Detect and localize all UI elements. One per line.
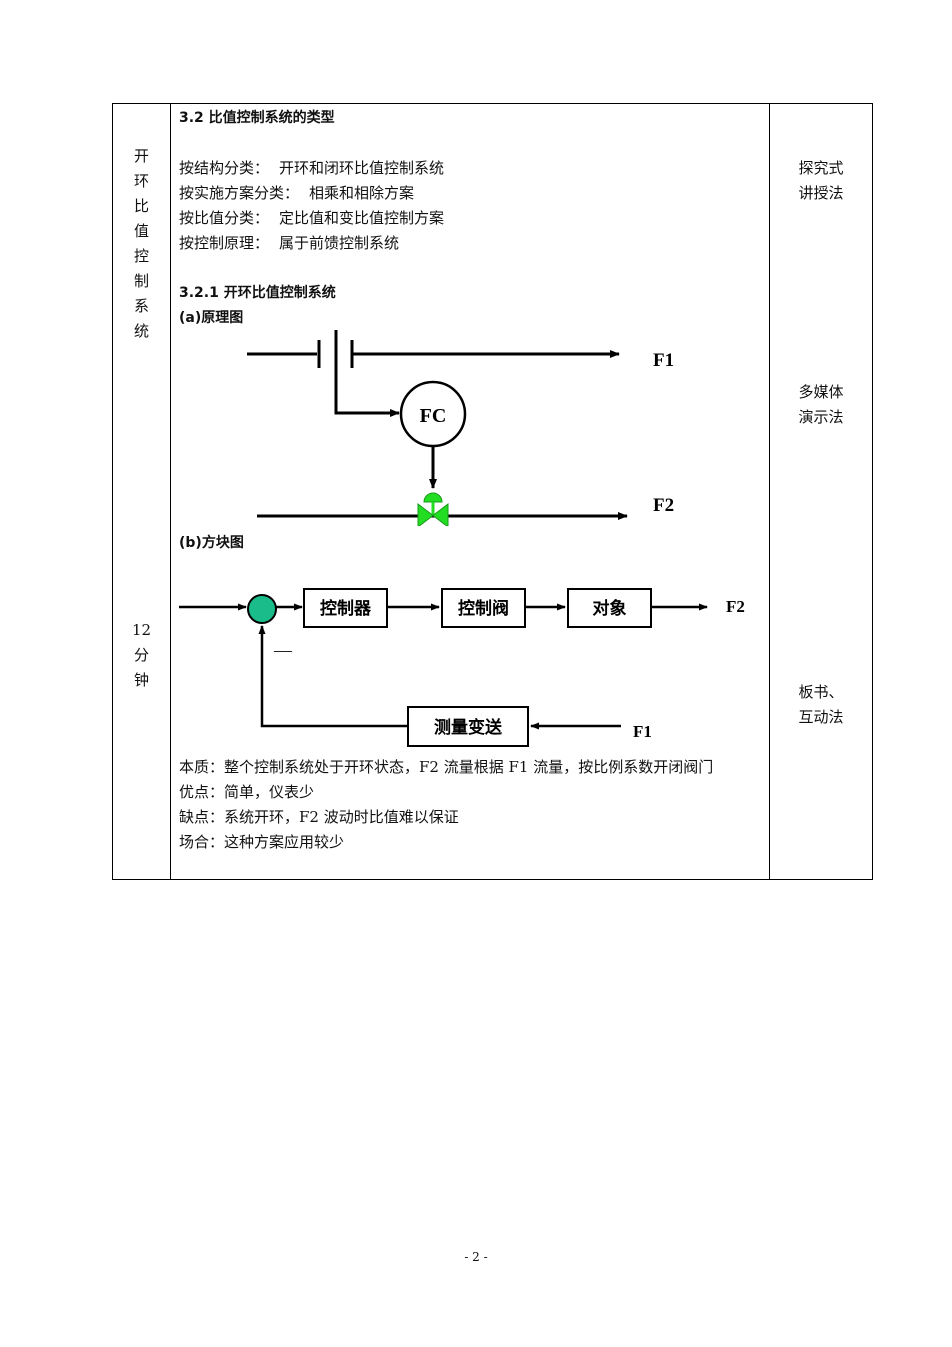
classification-value: 相乘和相除方案 (309, 184, 415, 202)
note-line: 优点：简单，仪表少 (179, 783, 315, 801)
subheading: 3.2.1 开环比值控制系统 (179, 285, 336, 301)
method-line: 演示法 (798, 408, 844, 426)
classification-line: 按实施方案分类： 相乘和相除方案 (179, 181, 414, 206)
note-line: 缺点：系统开环，F2 波动时比值难以保证 (179, 808, 459, 826)
method-line: 多媒体 (798, 383, 844, 401)
input-label: F1 (633, 722, 652, 741)
object-block-label: 对象 (593, 598, 627, 619)
content-column: 3.2 比值控制系统的类型 按结构分类： 开环和闭环比值控制系统 按实施方案分类：… (171, 104, 769, 879)
classification-line: 按控制原理： 属于前馈控制系统 (179, 231, 399, 256)
column-divider (170, 104, 171, 879)
controller-block-label: 控制器 (320, 598, 372, 619)
classification-line: 按比值分类： 定比值和变比值控制方案 (179, 206, 444, 231)
diagram-a-caption: (a)原理图 (179, 310, 244, 326)
page-number: - 2 - (464, 1250, 488, 1264)
method-line: 探究式 (798, 159, 844, 177)
valve-block-label: 控制阀 (458, 598, 509, 619)
classification-line: 按结构分类： 开环和闭环比值控制系统 (179, 156, 444, 181)
topic-char: 制 (133, 272, 149, 290)
classification-label: 按比值分类： (179, 209, 270, 227)
topic-char: 系 (133, 297, 149, 315)
topic-char: 统 (133, 322, 149, 340)
object-block (567, 588, 652, 628)
topic-column: 开 环 比 值 控 制 系 统 12 分 钟 (113, 104, 170, 879)
valve-body (417, 502, 449, 526)
feedback-block (407, 706, 529, 747)
feedback-block-label: 测量变送 (434, 717, 503, 738)
method-line: 讲授法 (798, 184, 844, 202)
topic-char: 值 (133, 222, 149, 240)
f1-label: F1 (653, 350, 674, 371)
method-line: 板书、 (798, 683, 844, 701)
classification-label: 按结构分类： (179, 159, 270, 177)
schematic-diagram: FC F1 F2 (247, 330, 674, 526)
minus-sign: — (273, 640, 293, 660)
topic-char: 开 (133, 147, 149, 165)
column-divider (769, 104, 770, 879)
classification-label: 按实施方案分类： (179, 184, 300, 202)
feedback-line (258, 625, 408, 728)
time-char: 钟 (133, 671, 149, 689)
note-line: 场合：这种方案应用较少 (179, 833, 345, 851)
classification-value: 定比值和变比值控制方案 (279, 209, 445, 227)
lesson-table: 开 环 比 值 控 制 系 统 12 分 钟 3.2 比值控制系统的类型 按结构… (112, 103, 873, 880)
valve-block (441, 588, 526, 628)
topic-char: 比 (133, 197, 149, 215)
summing-junction (247, 594, 277, 624)
note-line: 本质：整个控制系统处于开环状态，F2 流量根据 F1 流量，按比例系数开闭阀门 (179, 758, 714, 776)
valve-actuator (423, 492, 443, 503)
diagram-b-caption: (b)方块图 (179, 535, 244, 551)
block-diagram: 控制器 控制阀 对象 F2 — 测量变送 F1 (179, 588, 745, 747)
classification-value: 开环和闭环比值控制系统 (279, 159, 445, 177)
classification-value: 属于前馈控制系统 (279, 234, 400, 252)
f1-signal-line (334, 330, 400, 417)
time-char: 12 (131, 621, 152, 639)
fc-label: FC (420, 405, 447, 427)
section-heading: 3.2 比值控制系统的类型 (179, 110, 335, 126)
time-char: 分 (133, 646, 149, 664)
method-line: 互动法 (798, 708, 844, 726)
f2-label: F2 (653, 495, 674, 516)
output-label: F2 (726, 597, 745, 616)
controller-block (303, 588, 388, 628)
topic-char: 控 (133, 247, 149, 265)
topic-char: 环 (133, 172, 149, 190)
classification-label: 按控制原理： (179, 234, 270, 252)
method-column: 探究式 讲授法 多媒体 演示法 板书、 互动法 (770, 104, 872, 879)
